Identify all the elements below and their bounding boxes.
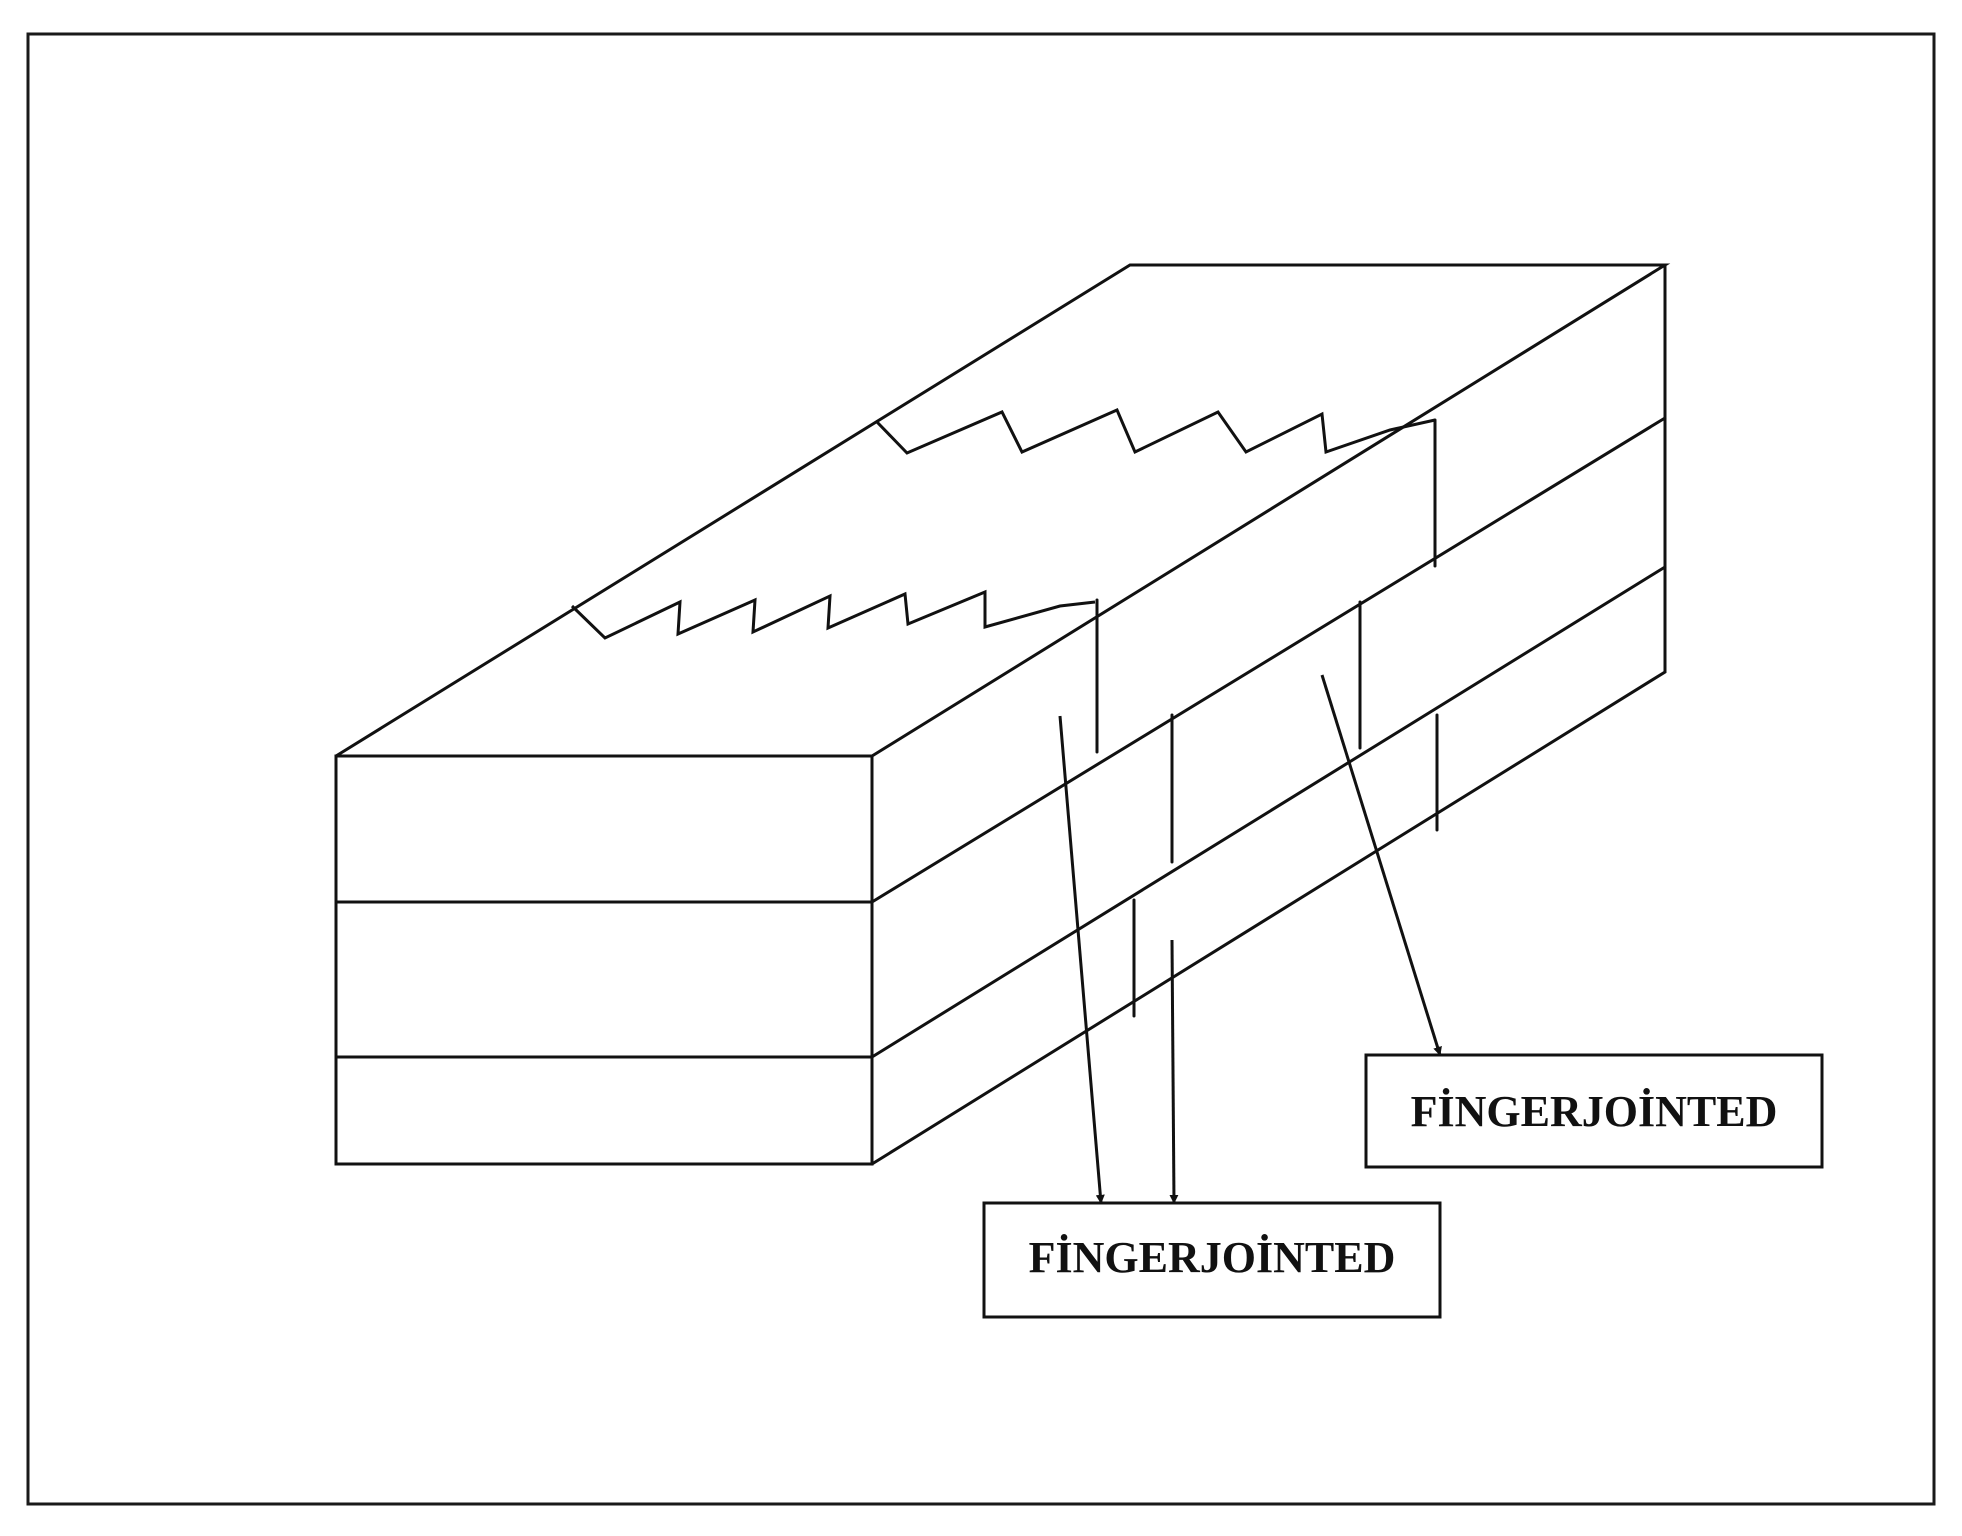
- laminated-beam: [334, 263, 1671, 1166]
- label-right-box: [1364, 1053, 1824, 1169]
- beam-front-face: [334, 754, 874, 1166]
- arrow-to-bottom-label-left: [1058, 715, 1105, 1204]
- label-bottom-text: FİNGERJOİNTED: [1029, 1233, 1396, 1282]
- side-lamination-line-1: [870, 416, 1667, 904]
- finger-joint-rear: [875, 408, 1436, 455]
- diagram-frame: [26, 32, 1936, 1506]
- side-lamination-line-2: [870, 565, 1667, 1059]
- label-bottom: FİNGERJOİNTED: [982, 1201, 1442, 1319]
- beam-top-face: [334, 263, 1671, 758]
- finger-joints-top: [570, 408, 1436, 640]
- beam-side-face: [870, 263, 1667, 1166]
- label-right-text: FİNGERJOİNTED: [1411, 1087, 1778, 1136]
- label-bottom-box: [982, 1201, 1442, 1319]
- finger-joint-front: [570, 589, 1096, 640]
- label-right: FİNGERJOİNTED: [1364, 1053, 1824, 1169]
- arrow-to-bottom-label-right: [1169, 939, 1179, 1204]
- leader-arrows: [1058, 674, 1442, 1204]
- arrow-to-right-label: [1320, 674, 1442, 1056]
- finger-joints-side: [1095, 418, 1439, 1018]
